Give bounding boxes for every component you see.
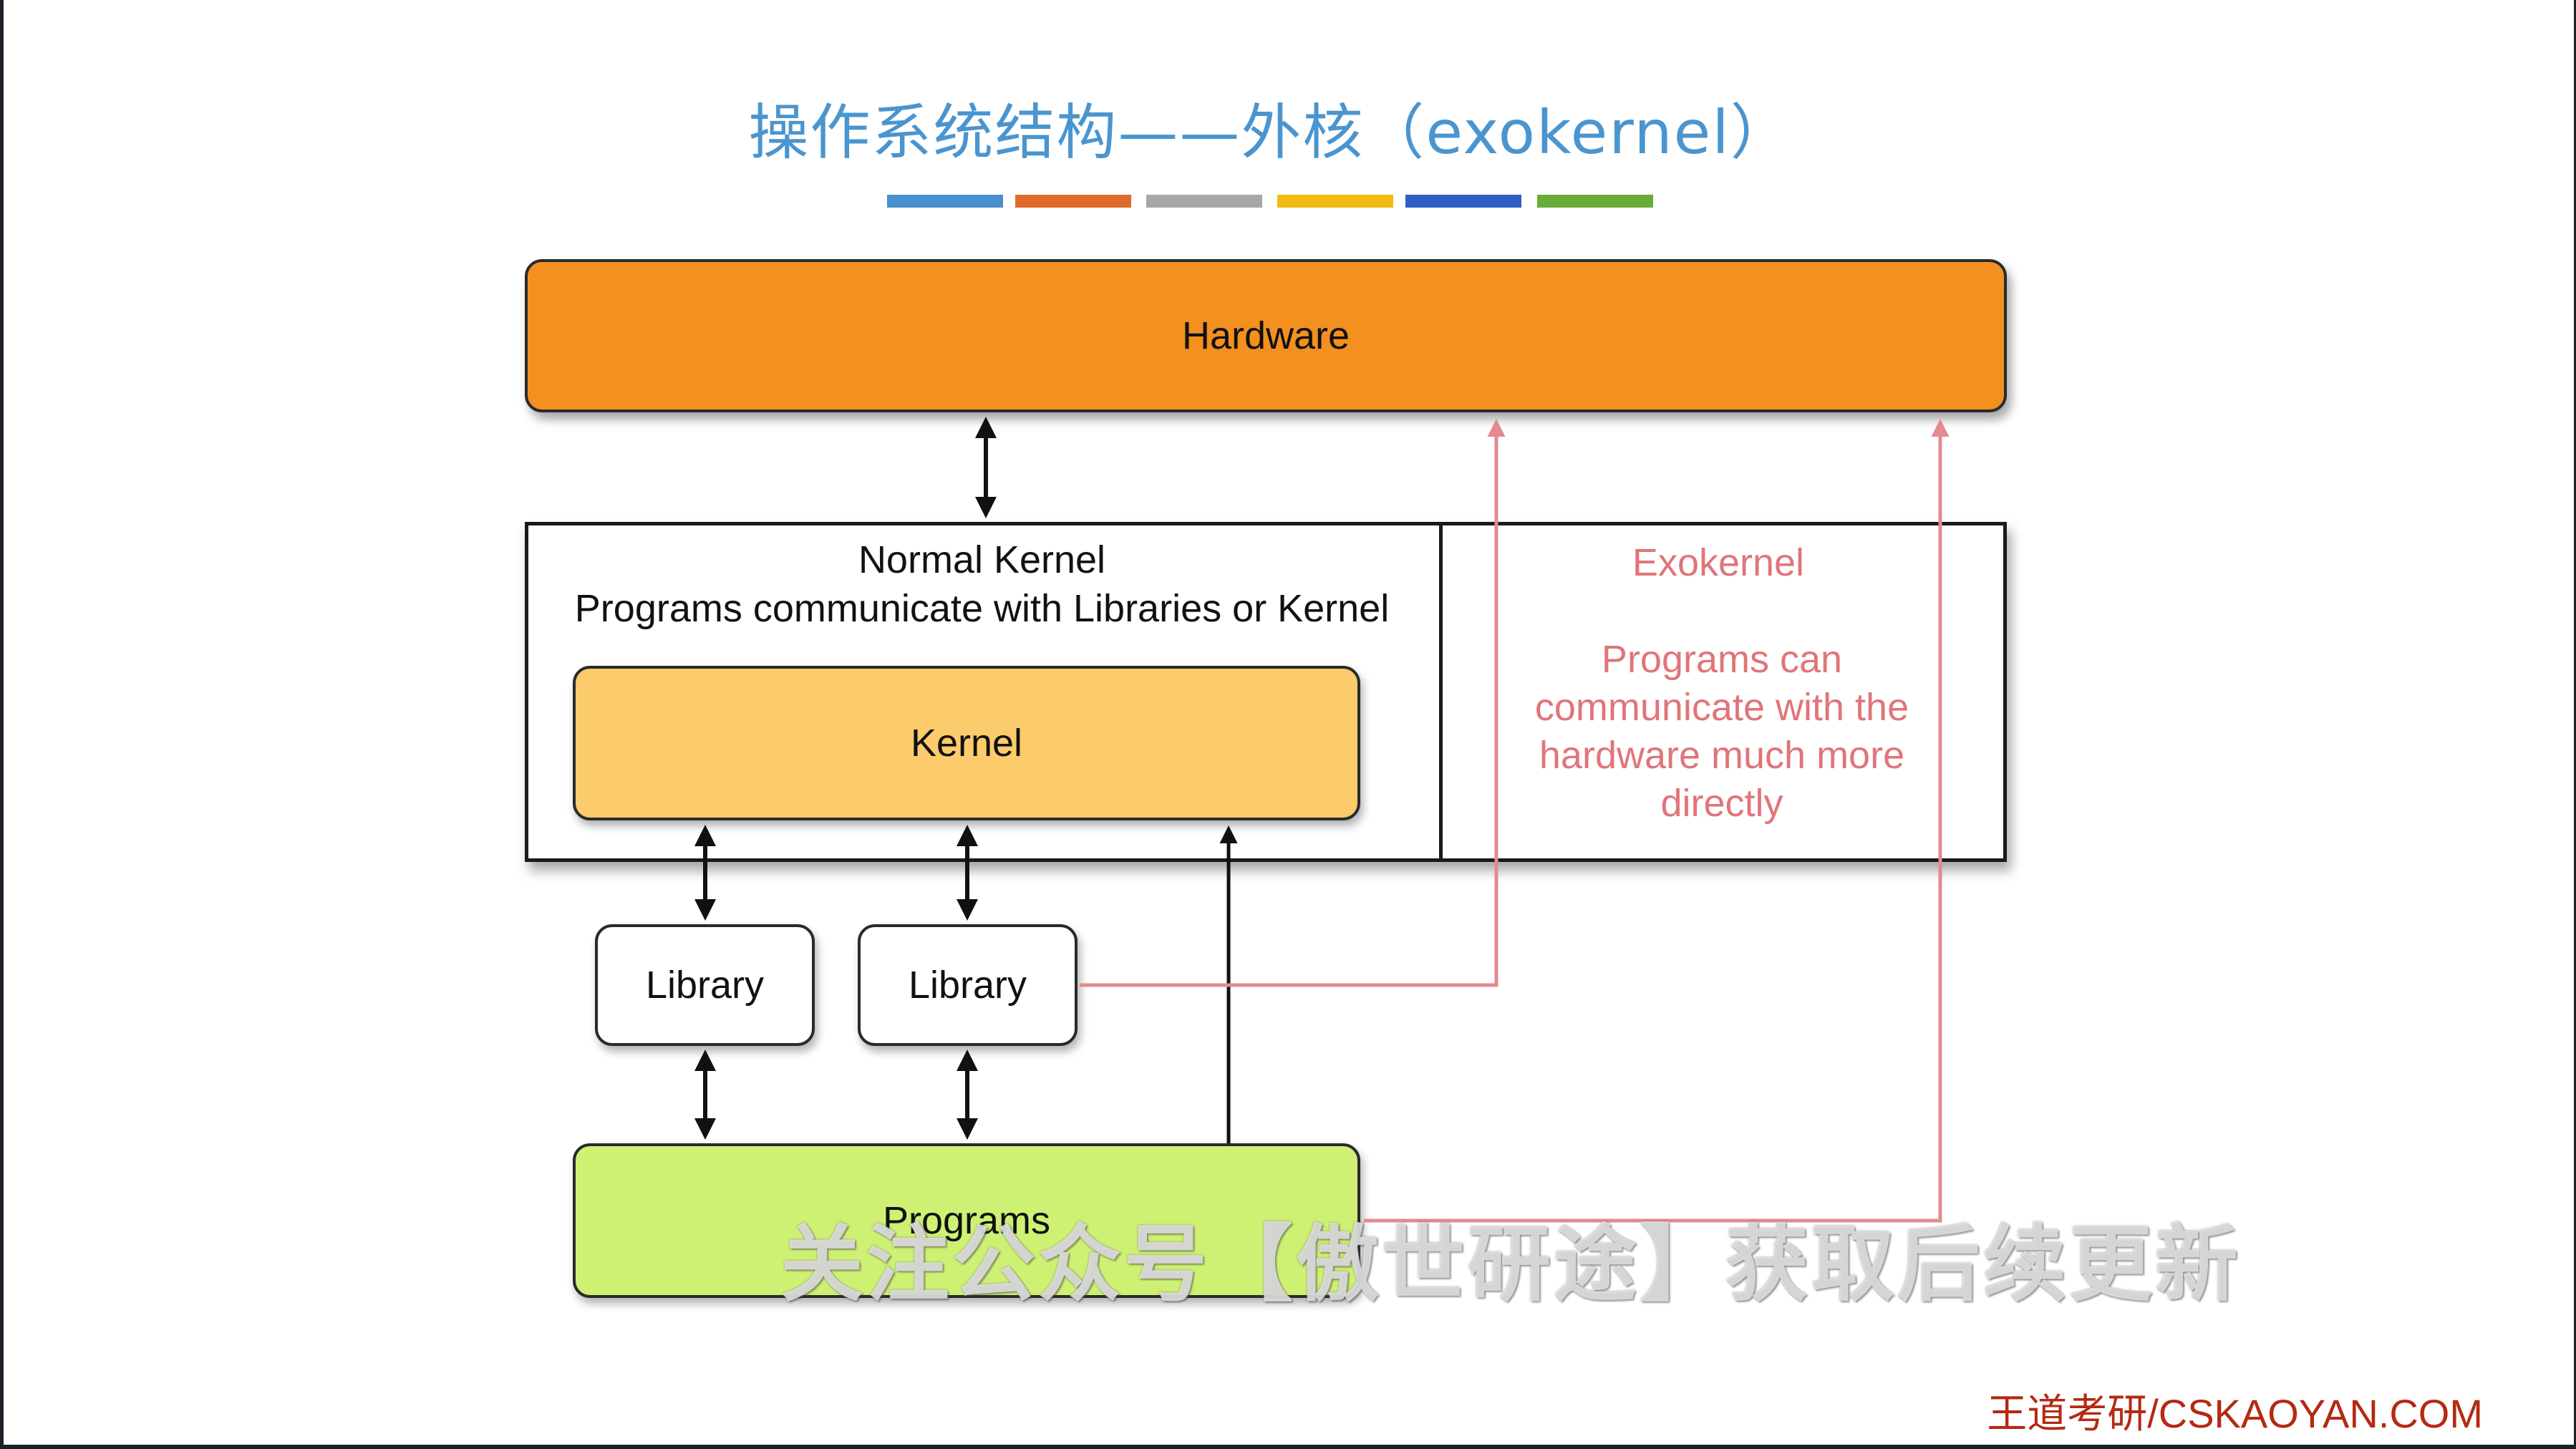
footer-brand: 王道考研/CSKAOYAN.COM — [1987, 1391, 2483, 1436]
arrow-library-hardware — [1080, 419, 1506, 987]
color-bar-segment-darkblue — [1405, 195, 1521, 208]
exokernel-description-line: directly — [1660, 782, 1783, 825]
hardware-box: Hardware — [525, 259, 2007, 412]
normal-kernel-subtitle: Programs communicate with Libraries or K… — [574, 587, 1390, 630]
slide-title: 操作系统结构——外核（exokernel） — [748, 97, 1792, 168]
exokernel-description-line: communicate with the — [1534, 686, 1909, 729]
normal-kernel-title: Normal Kernel — [858, 538, 1106, 581]
exokernel-description-line: Programs can — [1601, 638, 1843, 681]
exokernel-description-line: hardware much more — [1539, 734, 1905, 777]
library-label: Library — [645, 964, 765, 1007]
programs-label: Programs — [882, 1199, 1051, 1242]
arrow-programs-hardware — [1364, 419, 1950, 1223]
library-box-2: Library — [858, 924, 1078, 1046]
exokernel-description: Programs can communicate with the hardwa… — [1471, 636, 1972, 828]
hardware-label: Hardware — [1181, 314, 1350, 357]
frame-divider — [1439, 522, 1443, 862]
color-bar-segment-blue — [887, 195, 1003, 208]
kernel-label: Kernel — [910, 722, 1023, 765]
exokernel-title: Exokernel — [1632, 541, 1805, 584]
programs-box: Programs — [573, 1143, 1360, 1298]
color-bar-segment-yellow — [1277, 195, 1393, 208]
library-box-1: Library — [595, 924, 815, 1046]
color-bar-segment-green — [1537, 195, 1653, 208]
library-label: Library — [908, 964, 1027, 1007]
watermark-caption: 关注公众号【傲世研途】获取后续更新 — [780, 1216, 2241, 1313]
color-bar-segment-orange — [1015, 195, 1131, 208]
normal-kernel-caption: Normal Kernel Programs communicate with … — [525, 536, 1439, 633]
kernel-box: Kernel — [573, 666, 1360, 820]
color-bar-segment-gray — [1146, 195, 1262, 208]
